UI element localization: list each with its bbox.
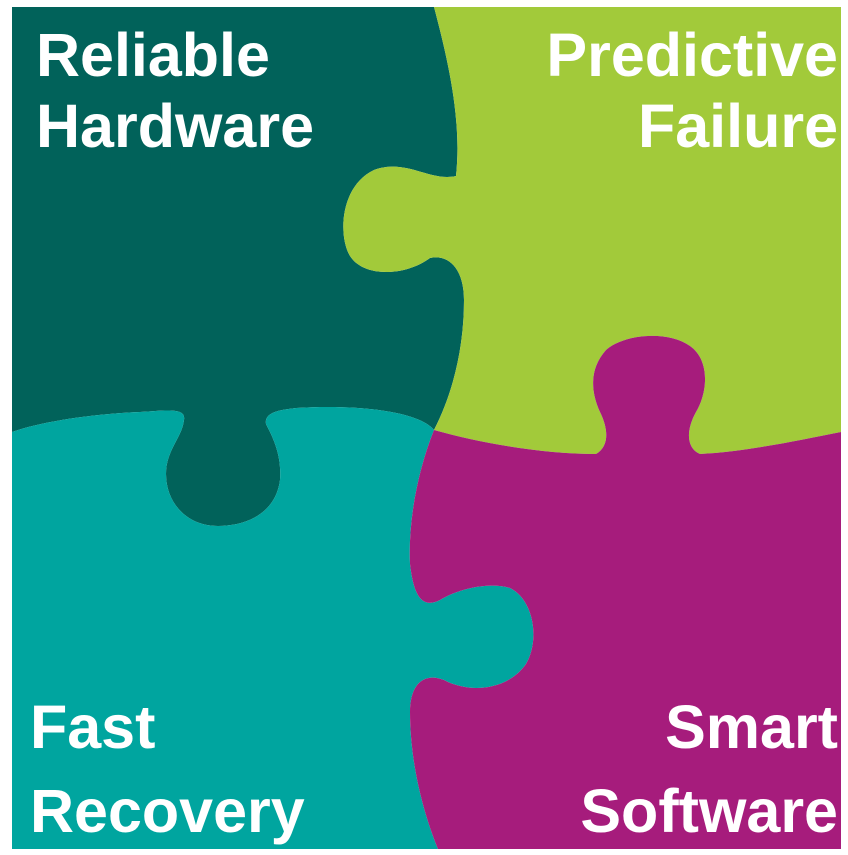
label-reliable-hardware-line1: Reliable	[36, 21, 270, 89]
label-fast-recovery-line2: Recovery	[30, 777, 305, 845]
label-predictive-failure-line1: Predictive	[546, 21, 838, 89]
piece-reliable-hardware	[12, 7, 464, 526]
label-reliable-hardware-line2: Hardware	[36, 92, 314, 160]
label-smart-software-line1: Smart	[665, 693, 838, 761]
label-smart-software-line2: Software	[580, 777, 838, 845]
piece-fast-recovery	[12, 406, 534, 849]
piece-smart-software	[409, 335, 841, 849]
label-predictive-failure-line2: Failure	[638, 92, 838, 160]
piece-predictive-failure	[343, 7, 841, 454]
label-fast-recovery-line1: Fast	[30, 693, 155, 761]
